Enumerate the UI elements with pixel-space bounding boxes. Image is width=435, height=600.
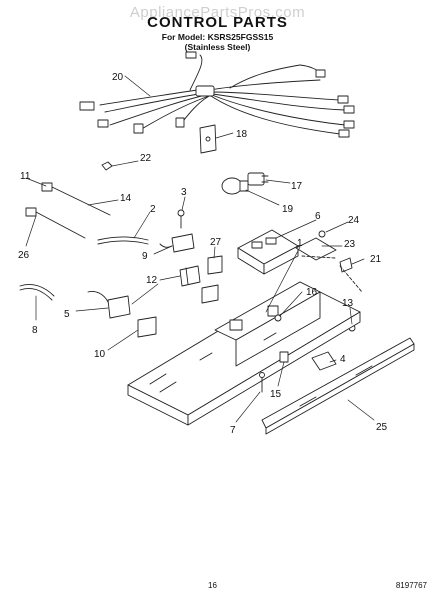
callout-5: 5 [64,309,70,320]
callout-19: 19 [282,204,294,215]
callout-17: 17 [291,181,303,192]
callout-26: 26 [18,250,30,261]
foam-pad-10-part [137,316,157,338]
trim-strip-25-part [261,337,415,435]
control-board-part [237,229,299,275]
callout-11: 11 [20,171,31,182]
callout-21: 21 [370,254,382,265]
callout-27: 27 [210,237,222,248]
light-socket-part [247,172,269,186]
leader-lines [25,75,375,423]
callout-6: 6 [315,211,321,222]
screw-24-part [318,230,326,238]
thermistor-26-part [25,207,86,239]
page-number: 16 [208,581,217,590]
callout-23: 23 [344,239,356,250]
document-number: 8197767 [395,581,427,590]
model-line: For Model: KSRS25FGSS15 [161,32,274,42]
callout-7: 7 [230,425,236,436]
callout-10: 10 [94,349,106,360]
callout-22: 22 [140,153,152,164]
callout-2: 2 [150,204,156,215]
callout-13: 13 [342,298,354,309]
callout-9: 9 [142,251,148,262]
callout-20: 20 [112,72,124,83]
callout-8: 8 [32,325,38,336]
control-housing-part [127,281,361,426]
callout-16: 16 [306,287,318,298]
callout-4: 4 [340,354,346,365]
wire-harness-part [79,51,355,138]
callout-24: 24 [348,215,360,226]
callout-12: 12 [146,275,158,286]
watermark: AppliancePartsPros.com [129,4,306,21]
callout-3: 3 [181,187,187,198]
clip-22-part [101,161,113,171]
callout-18: 18 [236,129,248,140]
label-18-part [199,124,217,154]
tube-8-part [19,284,55,301]
callout-labels: 20 18 22 17 19 11 14 3 2 6 24 27 23 26 9… [18,72,388,436]
model-variant: (Stainless Steel) [184,42,251,52]
screw-3-part [177,209,185,229]
switch-12-part [179,265,201,287]
thermistor-11-part [41,182,111,216]
switch-5-part [87,291,131,319]
callout-14: 14 [120,193,132,204]
callout-15: 15 [270,389,282,400]
light-bulb-part [221,177,249,195]
bracket-4-part [311,351,337,371]
page-title: CONTROL PARTS [147,14,288,31]
pad-27-part [207,255,223,275]
screw-16-part [274,314,282,322]
nut-21-part [339,257,353,273]
connector-15-part [279,351,289,363]
foam-pad-part [201,284,219,304]
callout-25: 25 [376,422,388,433]
tube-2-part [97,236,149,245]
callout-1: 1 [297,238,303,249]
screw-7-part [259,372,265,393]
